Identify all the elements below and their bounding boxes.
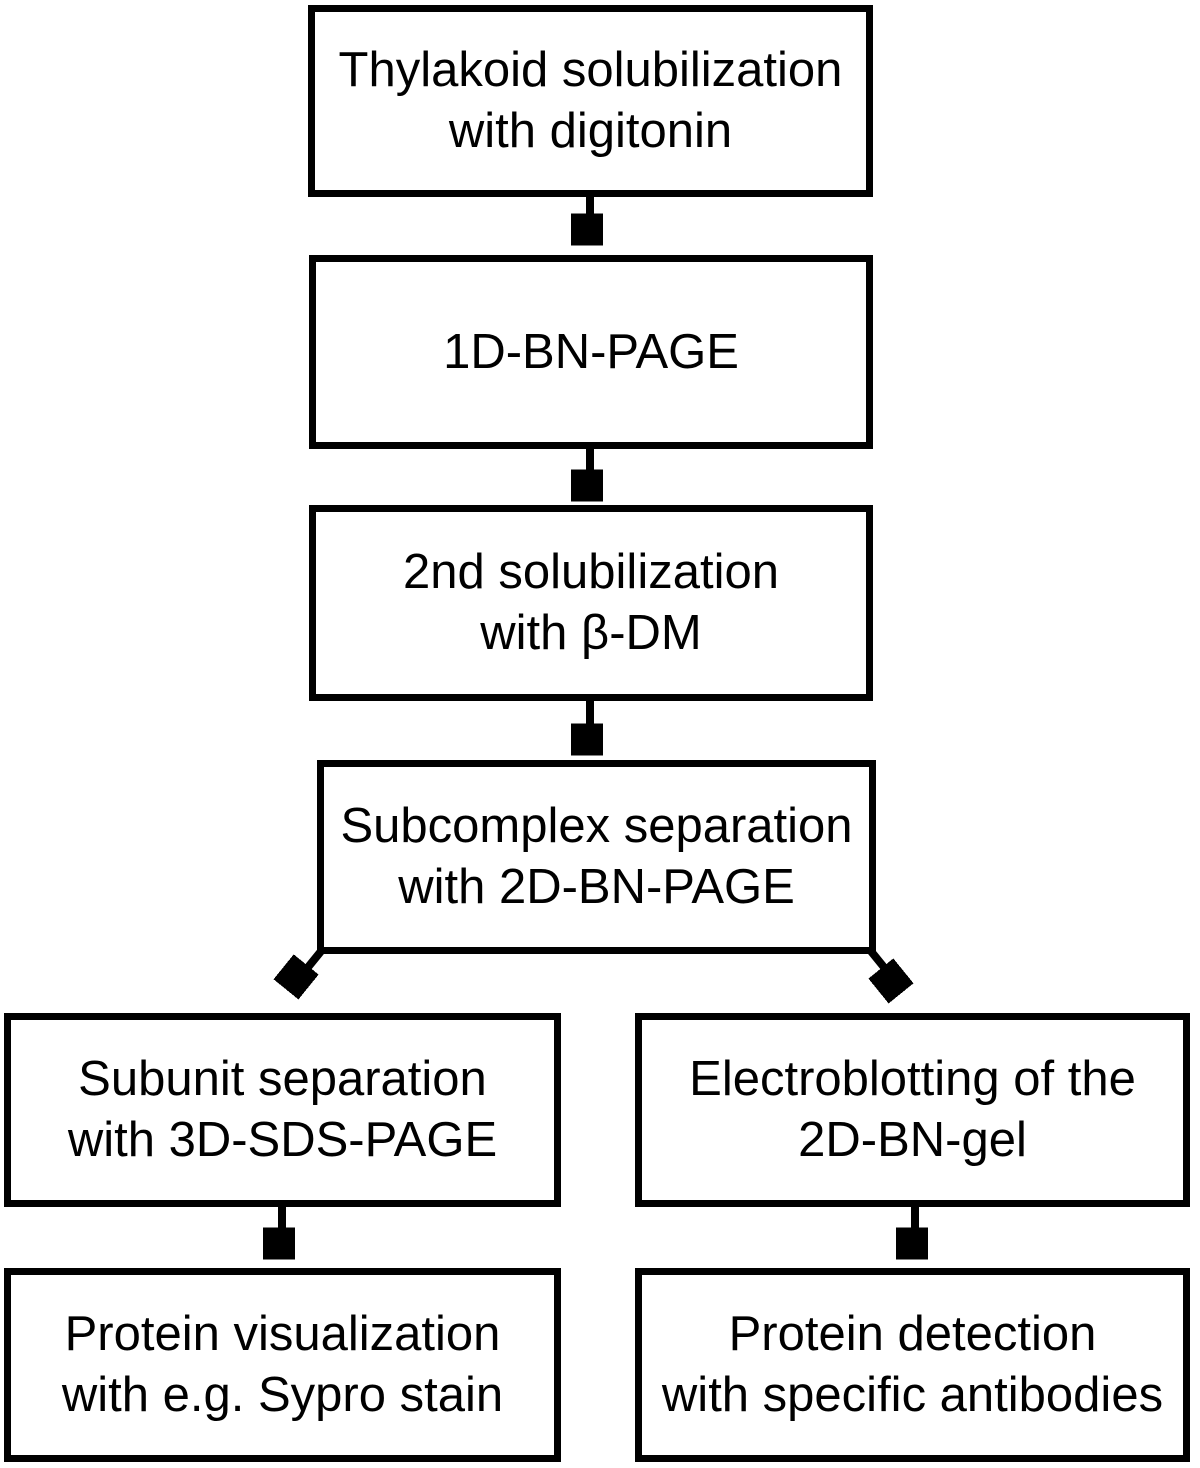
node-label-line: Electroblotting of the xyxy=(689,1052,1136,1106)
node-label-line: 2D-BN-gel xyxy=(798,1113,1027,1167)
node-thylakoid-solubilization: Thylakoid solubilization with digitonin xyxy=(308,5,873,197)
node-label-line: with specific antibodies xyxy=(661,1368,1164,1422)
node-protein-visualization: Protein visualization with e.g. Sypro st… xyxy=(4,1268,561,1462)
node-label-line: with β-DM xyxy=(480,606,702,660)
arrow-subcomplex-to-subunit-separation xyxy=(292,947,326,987)
node-protein-detection: Protein detection with specific antibodi… xyxy=(635,1268,1190,1462)
node-label-line: 1D-BN-PAGE xyxy=(443,324,739,379)
node-label-line: 2nd solubilization xyxy=(403,545,779,599)
node-label-line: Protein visualization xyxy=(64,1307,501,1361)
node-subcomplex-separation: Subcomplex separation with 2D-BN-PAGE xyxy=(317,760,876,954)
node-2nd-solubilization: 2nd solubilization with β-DM xyxy=(309,505,873,701)
node-label-line: Thylakoid solubilization xyxy=(338,43,843,97)
node-label-line: with 2D-BN-PAGE xyxy=(398,860,795,914)
node-label-line: with digitonin xyxy=(448,104,733,158)
node-electroblotting: Electroblotting of the 2D-BN-gel xyxy=(635,1013,1190,1207)
arrow-subcomplex-to-electroblotting xyxy=(866,947,900,987)
node-label-line: with 3D-SDS-PAGE xyxy=(67,1113,498,1167)
node-label-line: Protein detection xyxy=(728,1307,1097,1361)
node-1d-bn-page: 1D-BN-PAGE xyxy=(309,255,873,449)
node-subunit-separation: Subunit separation with 3D-SDS-PAGE xyxy=(4,1013,561,1207)
node-label-line: with e.g. Sypro stain xyxy=(61,1368,504,1422)
node-label-line: Subunit separation xyxy=(78,1052,487,1106)
node-label-line: Subcomplex separation xyxy=(340,799,853,853)
